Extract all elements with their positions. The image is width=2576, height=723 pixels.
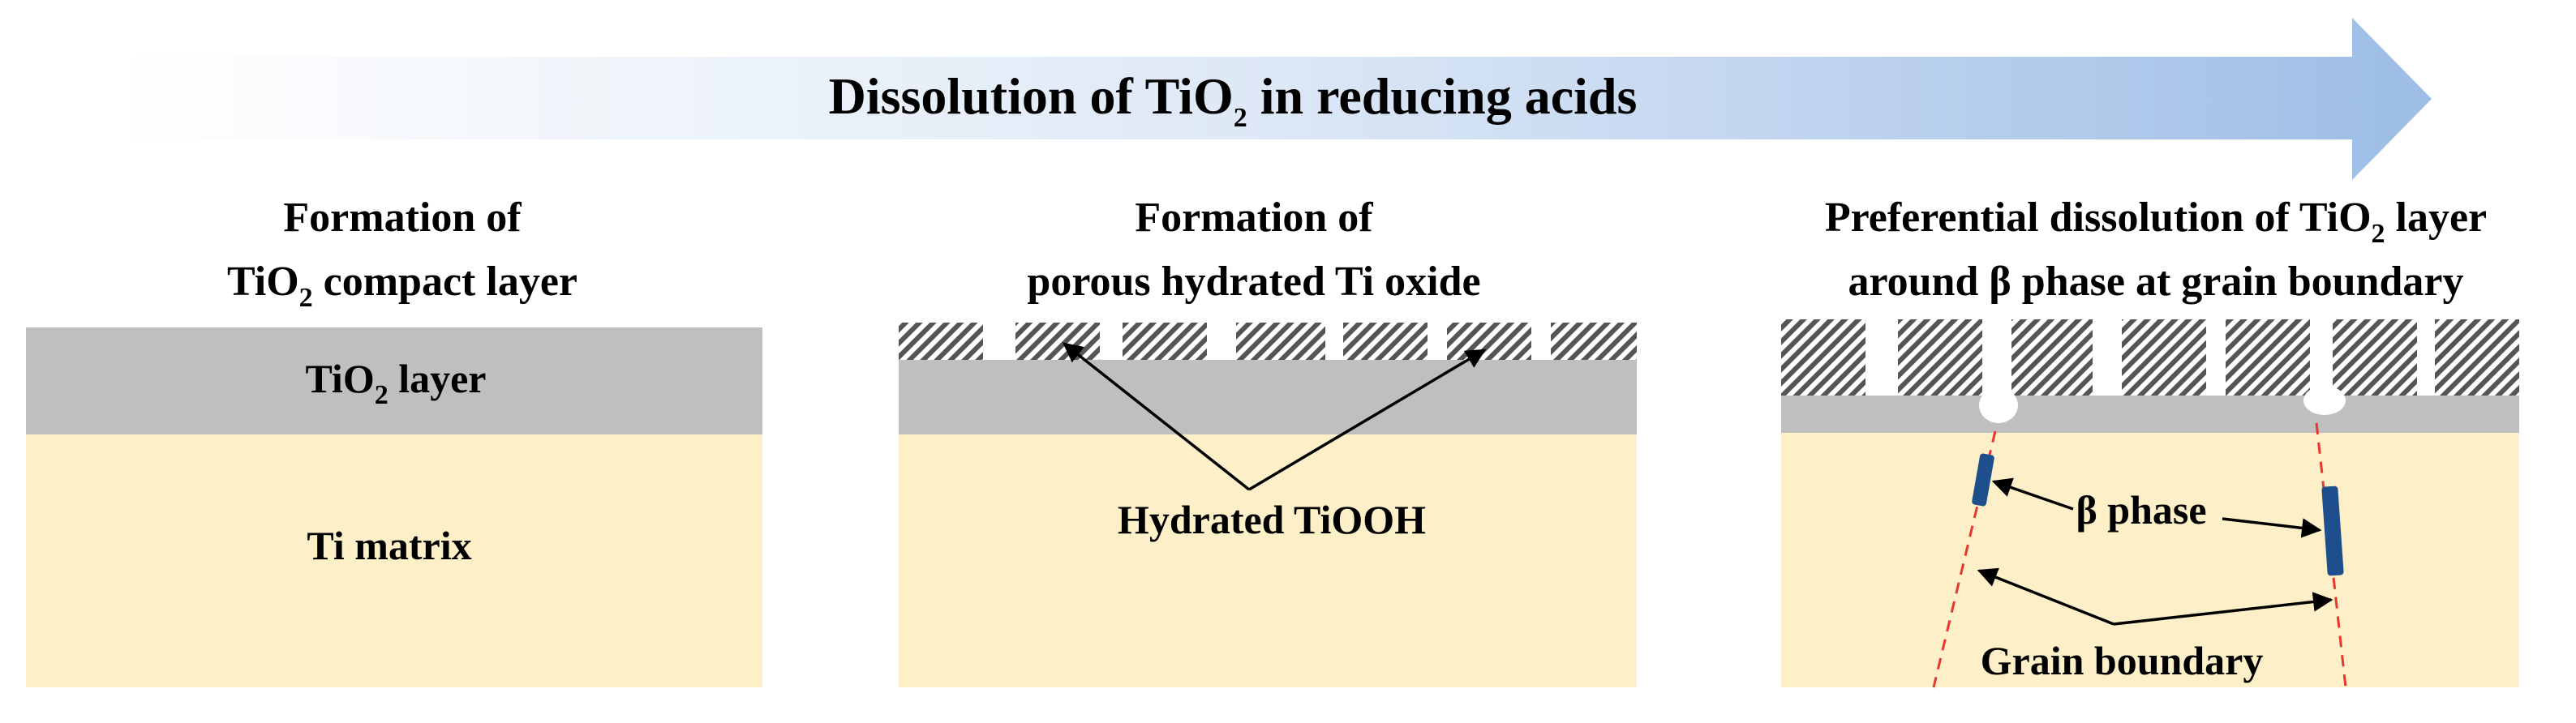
hydrated-tiooh-block <box>2122 319 2206 396</box>
hydrated-tiooh-block <box>1123 323 1207 360</box>
process-arrow: Dissolution of TiO2 in reducing acids <box>114 18 2432 180</box>
dissolution-pit-left <box>1979 387 2018 423</box>
hydrated-tiooh-blocks <box>1781 319 2519 396</box>
hydrated-tiooh-block <box>1015 323 1100 360</box>
process-arrow-title: Dissolution of TiO2 in reducing acids <box>829 67 1638 133</box>
beta-arrow-left <box>1991 477 2074 511</box>
hydrated-tiooh-block <box>1781 319 1865 396</box>
hydrated-tiooh-blocks <box>899 323 1637 360</box>
panel-3-heading-line1: Preferential dissolution of TiO2 layer <box>1825 195 2487 249</box>
grain-boundary-label: Grain boundary <box>1981 638 2264 683</box>
hydrated-tiooh-block <box>2011 319 2093 396</box>
callout-arrow-right <box>1248 349 1487 491</box>
oxide-base-layer <box>899 360 1637 434</box>
panel-porous-oxide: Formation of porous hydrated Ti oxide Hy… <box>899 195 1637 687</box>
beta-arrow-right <box>2222 517 2322 538</box>
beta-phase-label: β phase <box>2076 487 2206 533</box>
oxide-base-layer <box>1781 396 2519 433</box>
hydrated-tiooh-block <box>2226 319 2310 396</box>
ti-matrix-label: Ti matrix <box>307 523 471 568</box>
hydrated-tiooh-block <box>2333 319 2417 396</box>
grain-boundary-right <box>2315 422 2347 688</box>
tio2-layer-label: TiO2 layer <box>305 356 486 410</box>
hydrated-tiooh-label: Hydrated TiOOH <box>1118 497 1426 542</box>
beta-phase-right <box>2321 486 2344 576</box>
panel-2-heading-line1: Formation of <box>1135 195 1373 241</box>
panel-2-heading-line2: porous hydrated Ti oxide <box>1027 259 1480 305</box>
hydrated-tiooh-block <box>1447 323 1531 360</box>
panel-3-heading-line2: around β phase at grain boundary <box>1848 259 2464 305</box>
grain-arrow-right <box>2113 592 2333 626</box>
panel-preferential-dissolution: Preferential dissolution of TiO2 layer a… <box>1781 195 2519 688</box>
ti-matrix-block <box>899 434 1637 687</box>
hydrated-tiooh-block <box>2435 319 2519 396</box>
beta-phase-left <box>1972 453 1994 507</box>
grain-arrow-left <box>1977 567 2114 626</box>
hydrated-tiooh-block <box>1898 319 1982 396</box>
panel-compact-layer: Formation of TiO2 compact layer TiO2 lay… <box>26 195 762 687</box>
hydrated-tiooh-block <box>1343 323 1428 360</box>
ti-matrix-block <box>26 434 762 687</box>
panel-1-heading-line1: Formation of <box>283 195 522 241</box>
tio2-compact-layer <box>26 327 762 434</box>
ti-matrix-block <box>1781 433 2519 687</box>
process-arrow-shape <box>114 18 2432 180</box>
callout-arrow-left <box>1063 342 1251 491</box>
dissolution-pit-right <box>2303 386 2346 415</box>
panel-1-heading-line2: TiO2 compact layer <box>227 259 577 313</box>
hydrated-tiooh-block <box>1551 323 1637 360</box>
hydrated-tiooh-block <box>899 323 983 360</box>
hydrated-tiooh-block <box>1236 323 1325 360</box>
